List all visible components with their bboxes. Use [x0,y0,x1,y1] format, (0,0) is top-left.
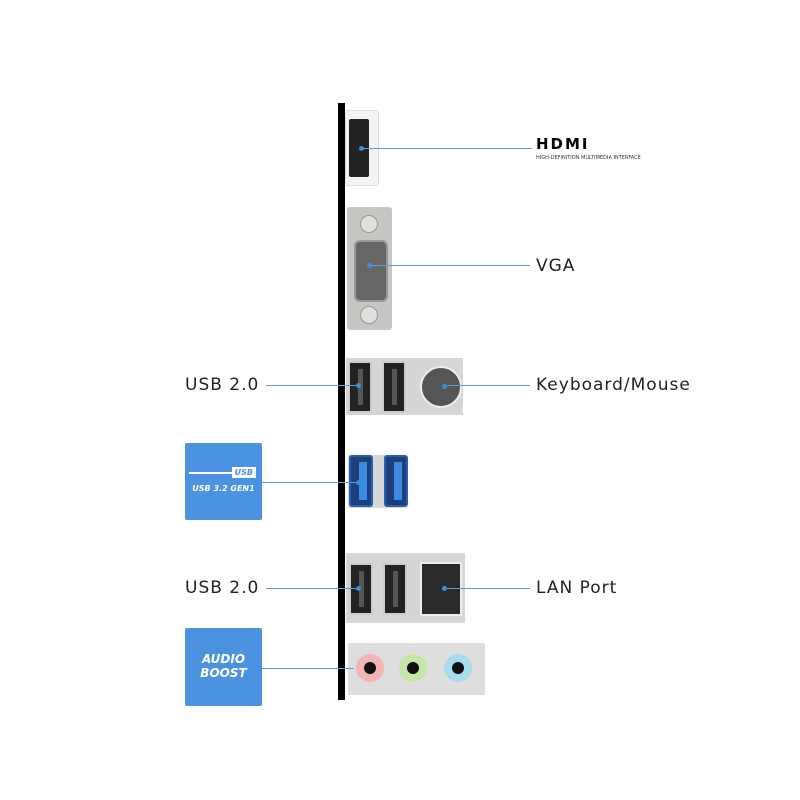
keyboard-mouse-leader-line [447,385,530,386]
lan-label: LAN Port [536,578,618,598]
hdmi-leader-line [362,148,532,149]
audio-boost-badge: AUDIO BOOST [185,628,262,706]
usb2-top-label: USB 2.0 [185,375,260,395]
keyboard-mouse-label: Keyboard/Mouse [536,375,691,395]
audio-jack-green [399,654,427,682]
usb2-bottom-label: USB 2.0 [185,578,260,598]
vga-leader-line [370,265,530,266]
audio-jack-blue [444,654,472,682]
vga-label: VGA [536,256,576,276]
usb3-gen1-badge: USB USB 3.2 GEN1 [185,443,262,520]
usb2-bottom-leader-line [266,588,358,589]
usb3-leader-line [262,482,357,483]
io-shield-edge [338,103,345,700]
audio-badge-line2: BOOST [200,666,247,680]
vga-port [347,207,392,330]
lan-leader-line [447,588,530,589]
usb3-badge-usb-text: USB [231,467,256,478]
audio-leader-line [262,668,354,669]
usb3-badge-gen-text: USB 3.2 GEN1 [192,484,255,493]
audio-jack-pink [356,654,384,682]
hdmi-logo: HDMI HIGH-DEFINITION MULTIMEDIA INTERFAC… [536,136,646,162]
hdmi-logo-text: HDMI [536,135,590,153]
audio-block [348,643,485,695]
ps2-port [420,366,462,408]
usb2-top-leader-line [266,385,358,386]
hdmi-tagline: HIGH-DEFINITION MULTIMEDIA INTERFACE [536,155,641,161]
audio-badge-line1: AUDIO [201,652,246,666]
lan-port [420,562,462,616]
